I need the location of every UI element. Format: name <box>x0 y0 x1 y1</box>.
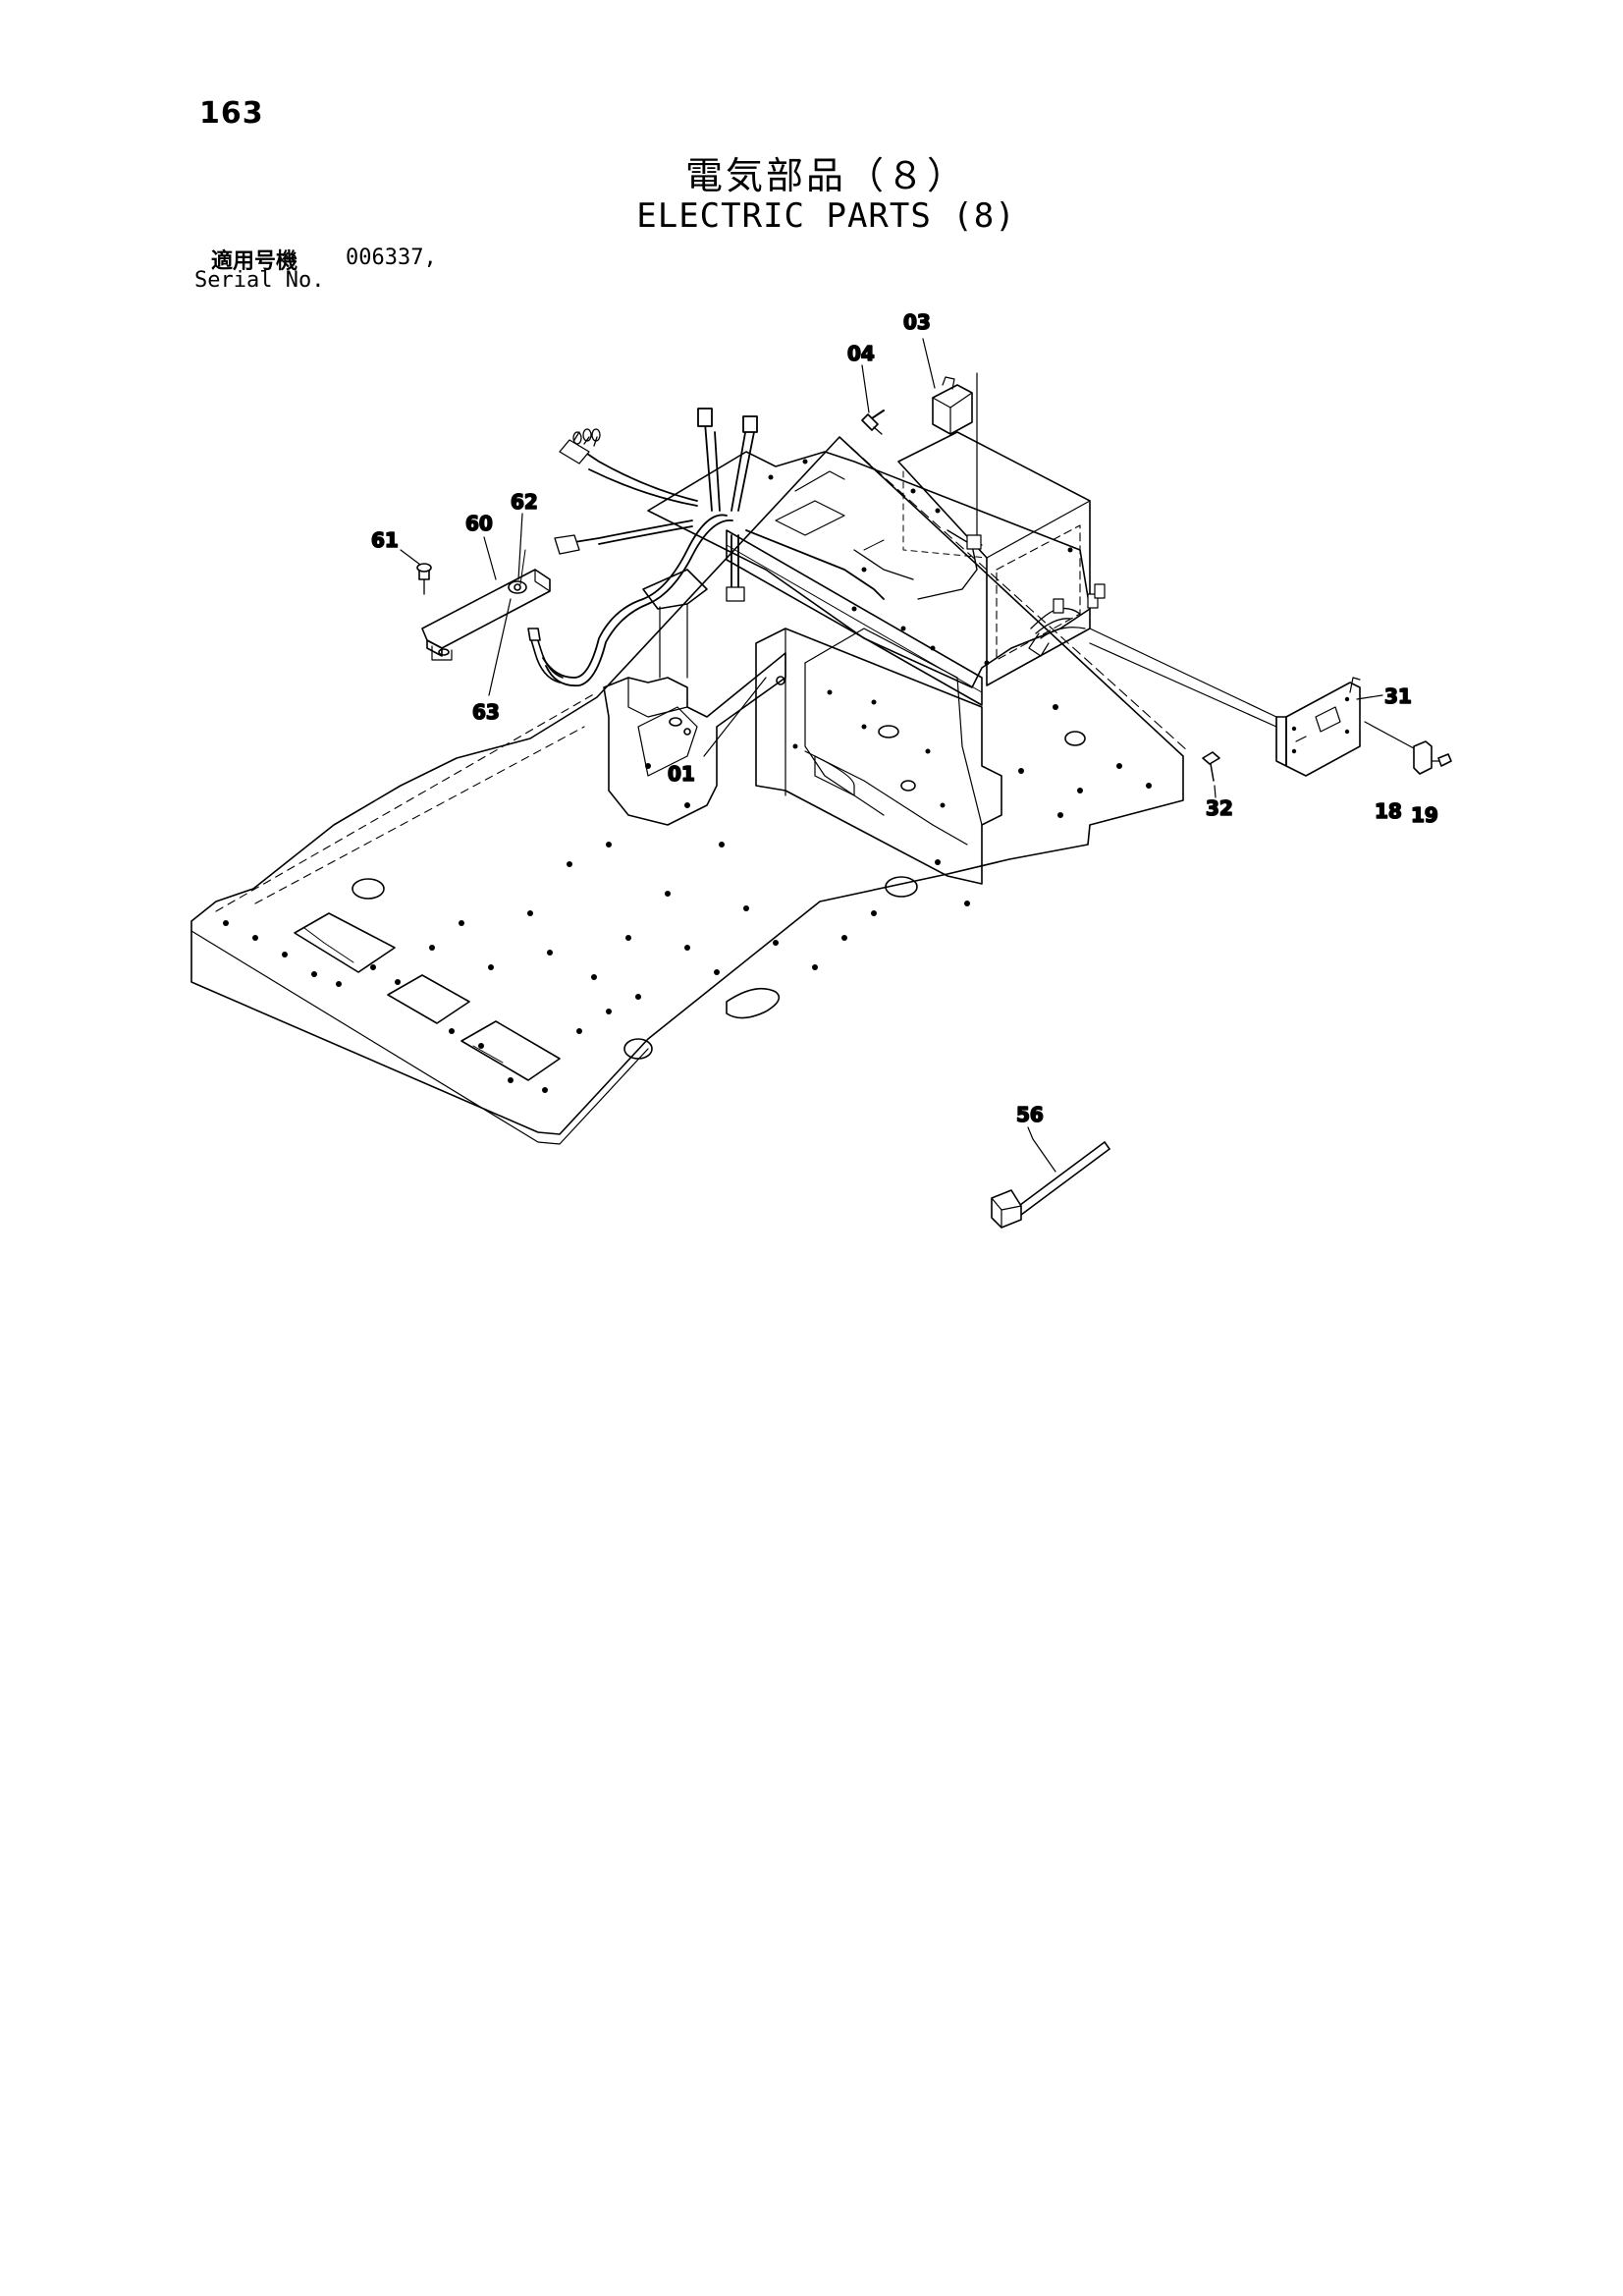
leader-31b-to-frame <box>1089 642 1277 728</box>
bracket-part-60 <box>421 569 551 661</box>
screw-part-19 <box>1431 753 1452 767</box>
upper-frame <box>647 431 1091 706</box>
bracket-part-31 <box>1275 677 1361 777</box>
serial-label-english: Serial No. <box>194 268 325 293</box>
wire-harness <box>542 408 1106 687</box>
cable-tie-part-56 <box>991 1141 1110 1229</box>
screw-part-61 <box>416 563 432 595</box>
relay-part-03 <box>932 372 978 536</box>
page-title-japanese: 電気部品（８） <box>684 154 967 197</box>
callout-61: 61 <box>371 528 399 552</box>
center-support-panel <box>755 628 1002 885</box>
callout-60: 60 <box>465 512 493 535</box>
page-number: 163 <box>199 96 264 131</box>
callout-31: 31 <box>1384 684 1412 708</box>
callout-62: 62 <box>511 490 538 514</box>
callout-04: 04 <box>847 342 875 365</box>
serial-number-value: 006337, <box>346 246 437 270</box>
floor-plate <box>190 436 1189 1145</box>
leader-lines <box>400 338 1383 1173</box>
page-title-english: ELECTRIC PARTS (8) <box>636 196 1016 236</box>
part-62 <box>519 549 526 585</box>
leader-31-to-frame <box>1089 628 1277 718</box>
callout-56: 56 <box>1016 1103 1044 1126</box>
switch-part-18 <box>1364 721 1433 775</box>
callout-03: 03 <box>903 310 931 334</box>
callout-01: 01 <box>668 762 695 786</box>
cable-part-63 <box>527 628 564 683</box>
callout-19: 19 <box>1411 803 1438 827</box>
bolt-part-04 <box>861 410 885 435</box>
callout-18: 18 <box>1375 799 1402 823</box>
serial-label-japanese: 適用号機 <box>211 249 298 274</box>
bolt-part-32 <box>1202 751 1220 782</box>
callout-32: 32 <box>1206 796 1233 820</box>
left-support-column <box>603 569 786 826</box>
callout-63: 63 <box>472 700 500 724</box>
